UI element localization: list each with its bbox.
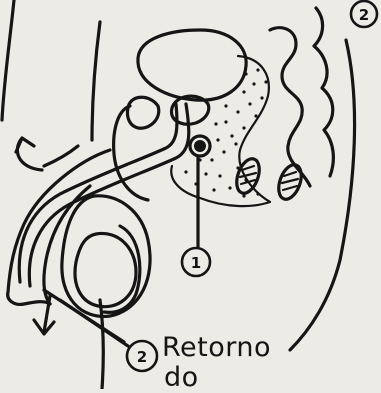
hatched-oval-left xyxy=(232,156,263,197)
callout-2: 2 xyxy=(127,341,157,371)
bladder xyxy=(138,30,246,100)
hatched-oval-right xyxy=(274,162,305,203)
glans xyxy=(8,292,50,304)
callout-1: 1 xyxy=(182,248,210,276)
figure-number: 2 xyxy=(351,1,377,27)
urethra-inner xyxy=(19,104,177,282)
duct-dot xyxy=(194,140,206,152)
prostate-lobe xyxy=(127,97,158,128)
vas-deferens xyxy=(114,106,148,200)
callout-2-number: 2 xyxy=(137,348,147,366)
rectum xyxy=(270,28,310,186)
body-outline-left xyxy=(2,0,14,120)
caption-line-1: Retorno xyxy=(162,334,271,361)
torso-outline xyxy=(92,22,100,140)
testis xyxy=(75,233,136,306)
colon-wall xyxy=(314,8,333,176)
flow-arrow-curve xyxy=(16,138,42,170)
scrotum xyxy=(62,196,150,317)
urethra-outer xyxy=(29,104,188,286)
callout-1-number: 1 xyxy=(191,254,201,272)
figure-number-text: 2 xyxy=(359,6,369,24)
thigh-outline xyxy=(100,300,103,389)
caption-line-2: do xyxy=(164,364,199,391)
flow-arrow-tail xyxy=(44,146,78,166)
